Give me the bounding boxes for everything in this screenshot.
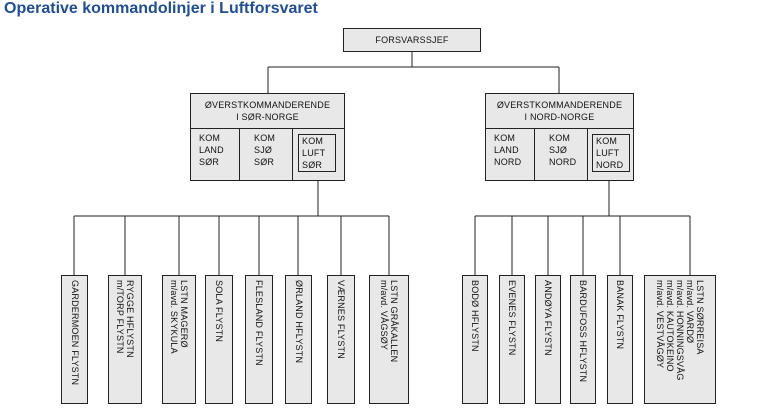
sub-label-line: SØR xyxy=(199,157,220,167)
unit-label-line: GARDERMOEN FLYSTN xyxy=(69,280,80,386)
sub-label-line: NORD xyxy=(494,157,522,167)
sub-label-line: SØR xyxy=(302,160,323,170)
unit-label-line: m/avd. KAUTOKEINO xyxy=(665,280,675,372)
unit-rygge: RYGGE HFLYSTN m/TORP FLYSTN xyxy=(108,275,142,404)
unit-magero: LSTN MAGERØ m/avd. SKYKULA xyxy=(162,275,196,404)
unit-evenes: EVENES FLYSTN xyxy=(499,275,525,404)
sub-label-line: KOM xyxy=(596,136,618,146)
node-command-south: ØVERSTKOMMANDERENDE I SØR-NORGE KOM LAND… xyxy=(190,93,345,181)
sub-label-line: LAND xyxy=(199,145,224,155)
unit-vaernes: VÆRNES FLYSTN xyxy=(327,275,355,404)
sub-label-line: LUFT xyxy=(596,148,620,158)
command-name-line: ØVERSTKOMMANDERENDE xyxy=(496,100,623,110)
sub-label-line: KOM xyxy=(199,133,221,143)
unit-label-line: LSTN SØRREISA xyxy=(695,280,705,355)
unit-label-line: VÆRNES FLYSTN xyxy=(336,280,346,359)
unit-label-line: m/avd. VESTVÅGØY xyxy=(655,280,665,369)
unit-label-line: m/avd. VARDØ xyxy=(685,280,695,344)
sub-label-line: KOM xyxy=(494,133,516,143)
unit-bodo: BODØ HFLYSTN xyxy=(462,275,488,404)
node-command-north: ØVERSTKOMMANDERENDE I NORD-NORGE KOM LAN… xyxy=(485,93,634,181)
sub-label-line: LAND xyxy=(494,145,519,155)
sub-label-line: SJØ xyxy=(254,145,273,155)
unit-label-line: RYGGE HFLYSTN xyxy=(125,280,135,358)
unit-label-line: LSTN MAGERØ xyxy=(179,280,189,348)
chart-title: Operative kommandolinjer i Luftforsvaret xyxy=(4,0,318,17)
unit-label-line: EVENES FLYSTN xyxy=(507,280,517,356)
unit-banak: BANAK FLYSTN xyxy=(607,275,633,404)
unit-label-line: m/avd. VÅGSØY xyxy=(379,280,389,351)
node-label: FORSVARSSJEF xyxy=(375,35,449,45)
unit-label-line: BANAK FLYSTN xyxy=(615,280,625,350)
command-name-line: I SØR-NORGE xyxy=(236,112,299,122)
unit-label-line: FLESLAND FLYSTN xyxy=(254,280,264,366)
node-kom-land-sor: KOM LAND SØR xyxy=(191,128,240,180)
unit-label-line: m/TORP FLYSTN xyxy=(115,280,125,354)
sub-label-line: LUFT xyxy=(302,148,326,158)
unit-label-line: SOLA FLYSTN xyxy=(214,280,224,343)
unit-flesland: FLESLAND FLYSTN xyxy=(245,275,273,404)
command-name-line: I NORD-NORGE xyxy=(524,112,595,122)
node-kom-land-nord: KOM LAND NORD xyxy=(486,128,535,180)
unit-label-line: m/avd. HONNINGSVÅG xyxy=(675,280,685,381)
unit-bardufoss: BARDUFOSS HFLYSTN xyxy=(570,275,596,404)
sub-label-line: SJØ xyxy=(549,145,568,155)
node-kom-sjo-sor: KOM SJØ SØR xyxy=(240,128,293,180)
unit-label-line: BARDUFOSS HFLYSTN xyxy=(578,280,588,383)
command-heading: ØVERSTKOMMANDERENDE I SØR-NORGE xyxy=(191,94,344,129)
command-name-line: ØVERSTKOMMANDERENDE xyxy=(204,100,331,110)
unit-orland: ØRLAND HFLYSTN xyxy=(285,275,312,404)
unit-andoya: ANDØYA FLYSTN xyxy=(535,275,561,404)
unit-gardermoen: GARDERMOEN FLYSTN xyxy=(61,275,88,404)
sub-label-line: KOM xyxy=(302,136,324,146)
node-kom-luft-nord: KOM LUFT NORD xyxy=(592,134,630,172)
command-heading: ØVERSTKOMMANDERENDE I NORD-NORGE xyxy=(486,94,633,129)
unit-label-line: ANDØYA FLYSTN xyxy=(543,280,553,356)
sub-label-line: SØR xyxy=(254,157,275,167)
node-kom-sjo-nord: KOM SJØ NORD xyxy=(535,128,588,180)
unit-label-line: LSTN GRÅKALLEN xyxy=(389,280,399,363)
unit-sola: SOLA FLYSTN xyxy=(205,275,233,404)
node-kom-luft-sor: KOM LUFT SØR xyxy=(298,134,336,172)
unit-label-line: ØRLAND HFLYSTN xyxy=(293,280,304,364)
node-forsvarssjef: FORSVARSSJEF xyxy=(343,28,481,52)
sub-label-line: KOM xyxy=(549,133,571,143)
unit-grakallen: LSTN GRÅKALLEN m/avd. VÅGSØY xyxy=(369,275,409,404)
unit-label-line: m/avd. SKYKULA xyxy=(169,280,179,354)
sub-label-line: NORD xyxy=(549,157,577,167)
unit-sorreisa: LSTN SØRREISA m/avd. VARDØ m/avd. HONNIN… xyxy=(644,275,716,404)
sub-label-line: NORD xyxy=(596,160,624,170)
sub-label-line: KOM xyxy=(254,133,276,143)
unit-label-line: BODØ HFLYSTN xyxy=(470,280,480,352)
